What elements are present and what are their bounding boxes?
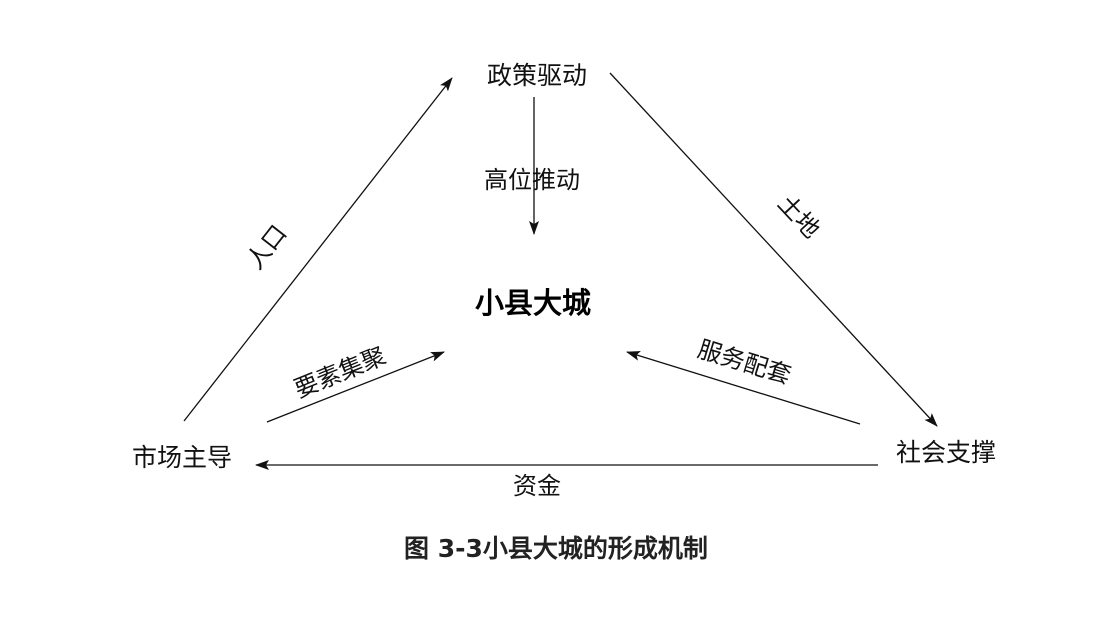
edge-land-arrow [609, 72, 938, 427]
edge-label-factor-agglomeration: 要素集聚 [290, 342, 389, 404]
figure-title: 小县大城的形成机制 [483, 534, 708, 563]
node-policy-drive: 政策驱动 [487, 61, 587, 90]
edge-label-land: 土地 [772, 189, 825, 243]
edge-label-high-push: 高位推动 [484, 166, 580, 194]
figure-number: 图 3-3 [404, 534, 483, 563]
edge-service-support-arrow [626, 351, 861, 425]
edge-label-service-support: 服务配套 [694, 335, 794, 390]
edge-label-population: 人口 [241, 220, 293, 275]
edge-label-capital: 资金 [513, 472, 561, 500]
node-social-support: 社会支撑 [896, 438, 996, 467]
figure-caption: 图 3-3小县大城的形成机制 [404, 534, 708, 563]
edge-population-arrow [183, 77, 453, 422]
node-market-led: 市场主导 [132, 443, 232, 472]
node-small-county-big-city: 小县大城 [475, 286, 591, 320]
edge-factor-agglomeration-arrow [266, 351, 445, 423]
